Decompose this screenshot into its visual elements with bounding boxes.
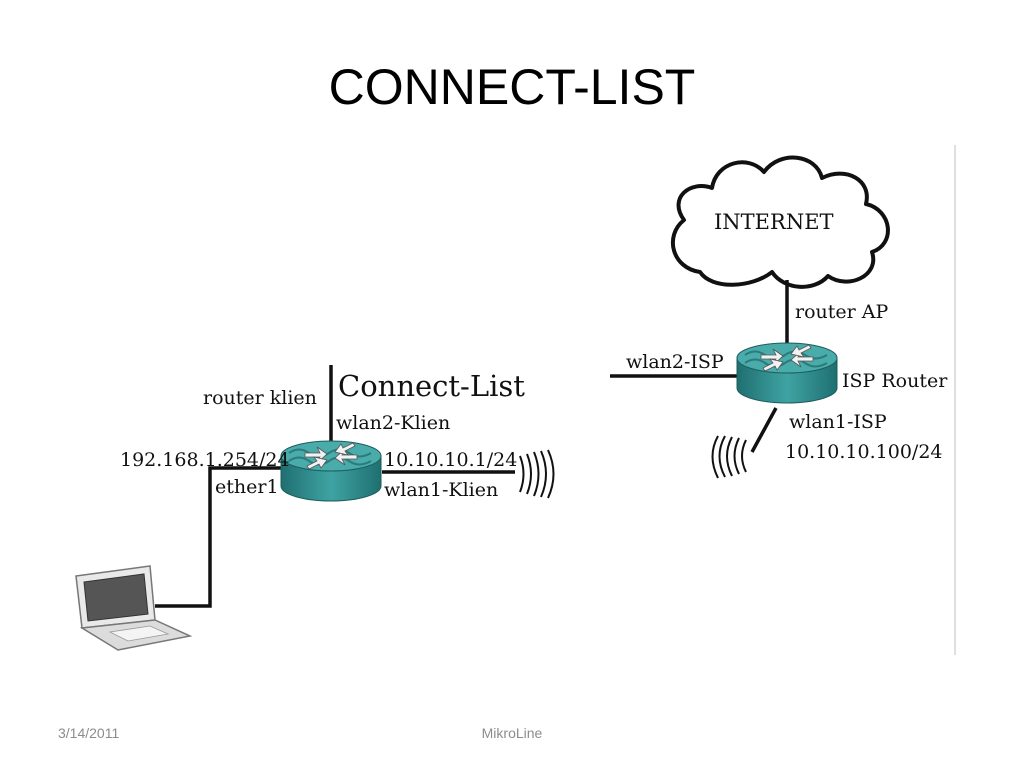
laptop-icon xyxy=(75,565,193,651)
isp-uplink-label: router AP xyxy=(795,301,888,323)
client-ether-ip-label: 192.168.1.254/24 xyxy=(120,449,290,471)
isp-wireless-waves-icon xyxy=(711,435,747,479)
isp-router-label: ISP Router xyxy=(842,370,948,392)
wireless-waves-icon xyxy=(519,449,555,499)
isp-wlan1-label: wlan1-ISP xyxy=(789,411,887,433)
client-router-label: router klien xyxy=(203,387,317,409)
isp-links xyxy=(610,280,789,453)
client-ether-label: ether1 xyxy=(215,476,279,498)
client-links xyxy=(155,365,515,608)
client-wlan2-label: wlan2-Klien xyxy=(336,412,450,434)
footer-center: MikroLine xyxy=(481,725,543,741)
connect-list-heading: Connect-List xyxy=(338,369,525,403)
client-wlan1-ip-label: 10.10.10.1/24 xyxy=(384,449,517,471)
isp-router-icon xyxy=(736,342,838,404)
isp-wlan1-ip-label: 10.10.10.100/24 xyxy=(785,441,943,463)
slide-title: CONNECT-LIST xyxy=(328,59,696,115)
footer-date: 3/14/2011 xyxy=(58,725,120,741)
isp-wlan2-label: wlan2-ISP xyxy=(626,351,724,373)
cloud-icon xyxy=(670,155,890,289)
internet-label: INTERNET xyxy=(714,210,834,234)
client-wlan1-label: wlan1-Klien xyxy=(384,479,498,501)
client-router-icon xyxy=(280,440,382,502)
